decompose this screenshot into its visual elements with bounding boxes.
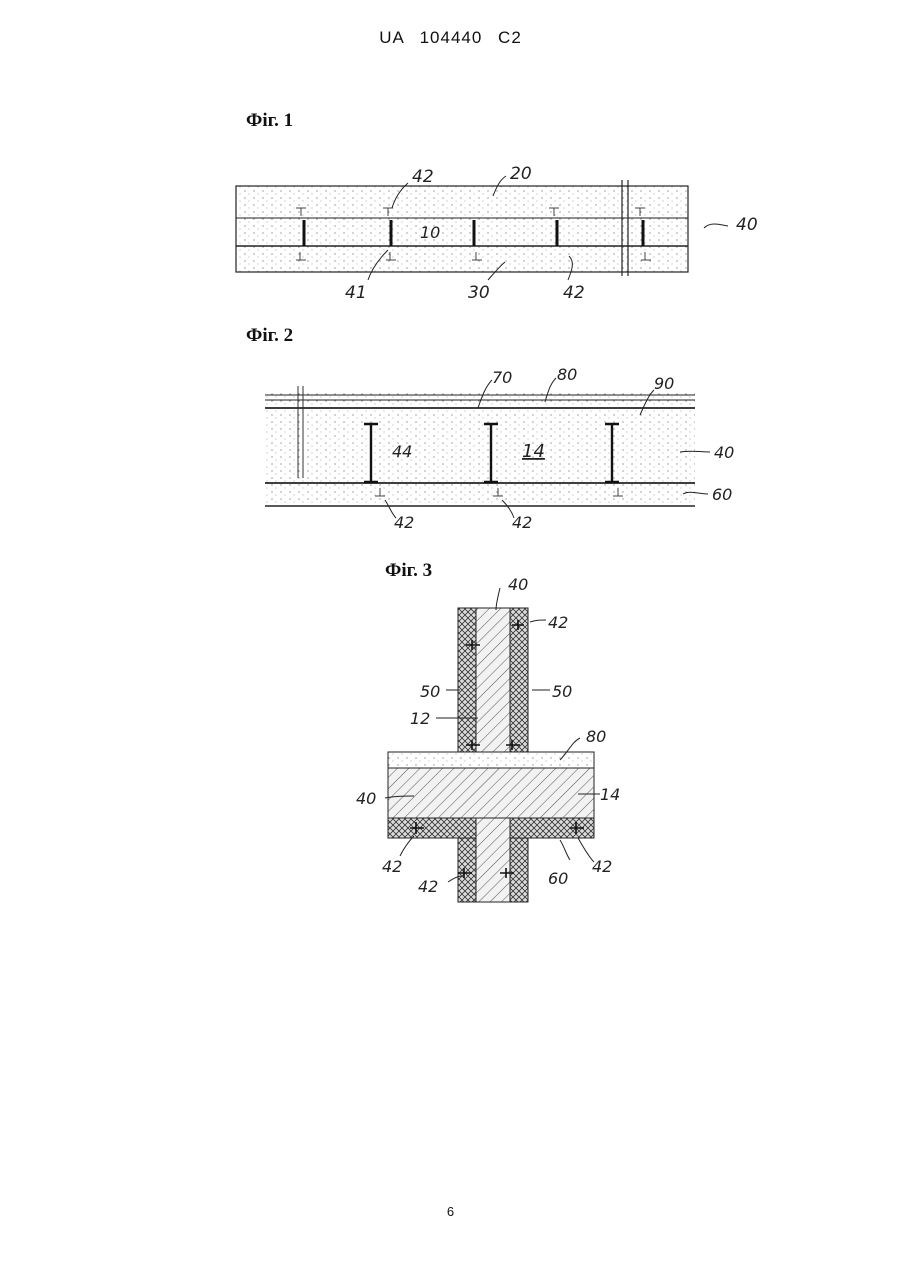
label-80-fig3: 80 (586, 727, 606, 746)
label-60: 60 (712, 485, 732, 504)
figure-3-drawing: 40 42 50 50 12 80 40 14 42 42 60 42 (356, 575, 620, 902)
label-42-lower-left: 42 (382, 857, 402, 876)
label-42: 42 (412, 167, 434, 187)
label-30: 30 (468, 283, 490, 303)
label-42-lower-right: 42 (592, 857, 612, 876)
label-40: 40 (736, 215, 758, 235)
label-44: 44 (392, 442, 412, 461)
label-42-bottom: 42 (418, 877, 438, 896)
label-42-left: 42 (394, 513, 414, 532)
label-40-top: 40 (508, 575, 528, 594)
page-number: 6 (0, 1204, 901, 1219)
label-42-bottom: 42 (563, 283, 585, 303)
label-40-fig2: 40 (714, 443, 734, 462)
label-40-left: 40 (356, 789, 376, 808)
label-20: 20 (510, 164, 532, 184)
figure-1-drawing: 42 20 10 40 41 30 42 (236, 164, 758, 303)
label-50-right: 50 (552, 682, 572, 701)
label-60-fig3: 60 (548, 869, 568, 888)
label-42-upper: 42 (548, 613, 568, 632)
label-50-left: 50 (420, 682, 440, 701)
figure-2-drawing: 70 80 90 44 14 40 60 42 42 (265, 365, 734, 532)
label-80: 80 (557, 365, 577, 384)
label-10: 10 (420, 223, 440, 242)
label-41: 41 (345, 283, 367, 303)
label-14: 14 (522, 441, 545, 462)
label-42-right: 42 (512, 513, 532, 532)
label-14-fig3: 14 (600, 785, 620, 804)
label-70: 70 (492, 368, 512, 387)
label-90: 90 (654, 374, 674, 393)
label-12: 12 (410, 709, 430, 728)
